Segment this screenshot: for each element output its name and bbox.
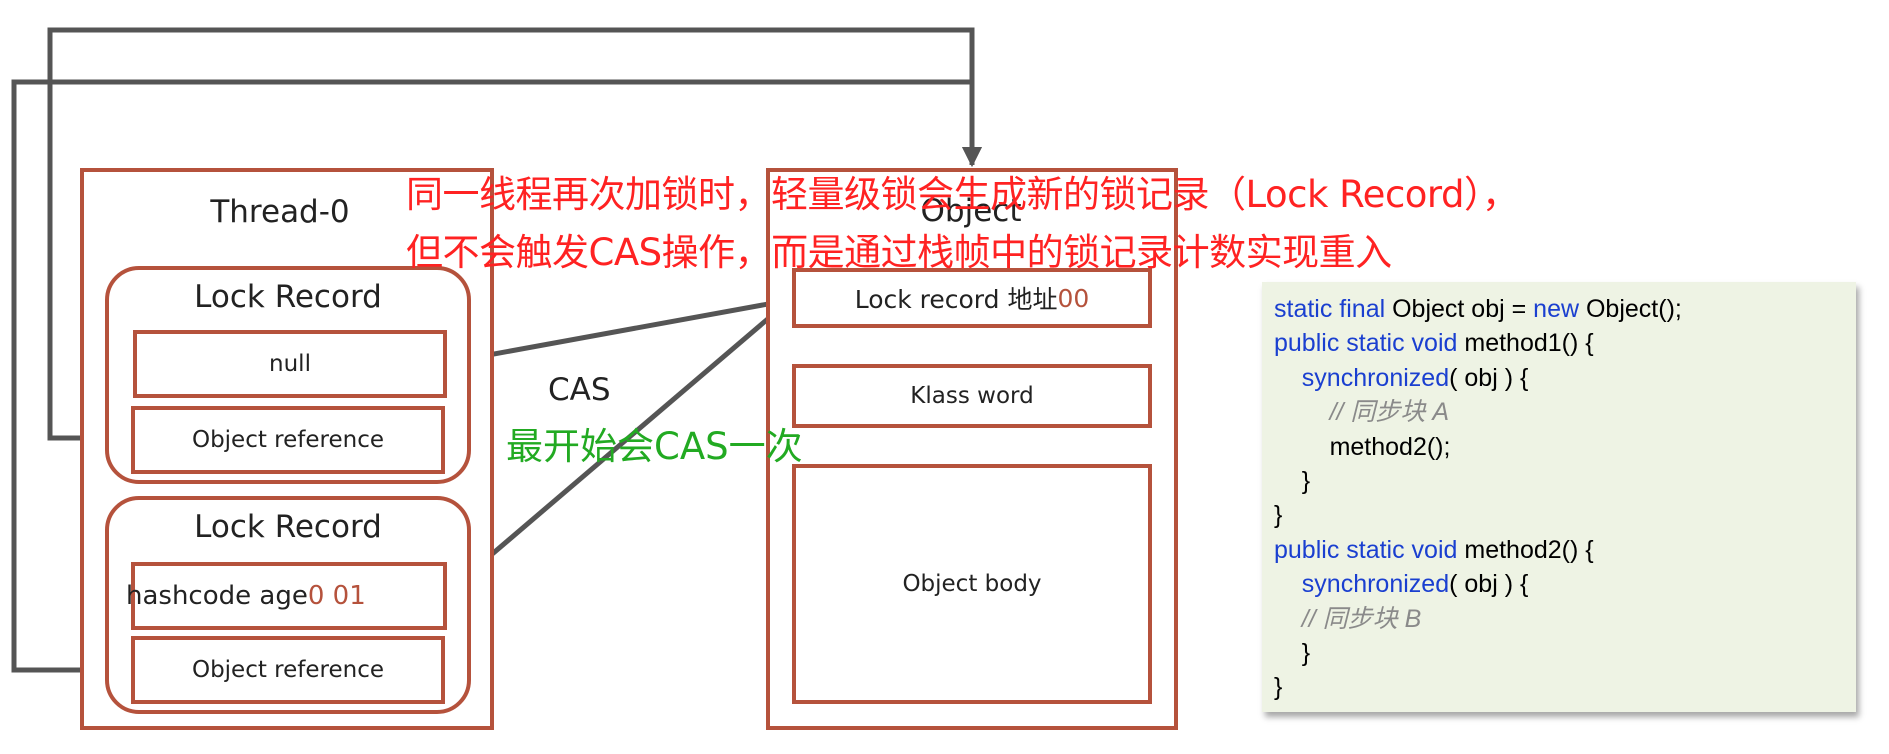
code-line: public static void method1() { (1274, 326, 1856, 360)
code-text: ( obj ) { (1449, 363, 1529, 392)
code-keyword: new (1533, 295, 1586, 323)
code-line: // 同步块 B (1274, 602, 1856, 636)
cas-once-note: 最开始会CAS一次 (506, 425, 803, 468)
code-line: method2(); (1274, 430, 1856, 464)
cas-label: CAS (548, 372, 611, 408)
thread-title: Thread-0 (210, 194, 350, 230)
code-line: synchronized( obj ) { (1274, 567, 1856, 601)
code-text: } (1274, 638, 1311, 667)
code-text: } (1274, 501, 1283, 530)
object-body-box (792, 464, 1152, 704)
object-reference-label: Object reference (191, 427, 385, 453)
hashcode-age-bits: 0 01 (307, 581, 366, 611)
code-text: method1() { (1464, 329, 1594, 358)
code-line: // 同步块 A (1274, 395, 1856, 429)
lock-record-1-title: Lock Record (194, 279, 382, 315)
klass-word-box (792, 364, 1152, 428)
cas-arrow-lower (448, 298, 792, 592)
code-line: } (1274, 464, 1856, 498)
lock-record-2-mark-slot (131, 562, 447, 630)
klass-word-label: Klass word (910, 383, 1034, 409)
code-keyword: public static void (1274, 329, 1465, 358)
lock-record-1-object-reference (131, 406, 445, 474)
code-line: } (1274, 670, 1856, 704)
code-text: } (1274, 466, 1311, 495)
mark-word-value: Lock record 地址 00 (792, 268, 1152, 328)
lock-record-2-title: Lock Record (194, 509, 382, 545)
lock-record-2-object-reference (131, 636, 445, 704)
code-text: method2(); (1274, 432, 1451, 461)
object-body-label: Object body (902, 571, 1042, 597)
code-text: Object(); (1585, 295, 1682, 323)
code-keyword: synchronized (1301, 363, 1450, 392)
annotation-line-2: 但不会触发CAS操作，而是通过栈帧中的锁记录计数实现重入 (406, 231, 1392, 274)
annotation-line-1: 同一线程再次加锁时，轻量级锁会生成新的锁记录（Lock Record）， (406, 173, 1519, 216)
code-text (1274, 364, 1302, 392)
code-line: } (1274, 498, 1856, 532)
code-keyword: static final (1274, 295, 1393, 323)
code-line: synchronized( obj ) { (1274, 361, 1856, 395)
mark-word-box (792, 268, 1152, 328)
code-text: Object obj = (1392, 295, 1534, 323)
code-comment: // 同步块 B (1274, 604, 1422, 633)
code-line: public static void method2() { (1274, 533, 1856, 567)
code-line: static final Object obj = new Object(); (1274, 292, 1856, 326)
code-text (1274, 570, 1302, 598)
code-text: } (1274, 673, 1283, 702)
code-keyword: public static void (1274, 535, 1465, 564)
hashcode-age-text: hashcode age (126, 581, 308, 611)
hashcode-age-value: hashcode age 0 01 (126, 562, 366, 630)
lock-record-1-null-slot (133, 330, 447, 398)
reference-line-lower (11, 79, 982, 673)
cas-arrow-upper (448, 293, 792, 369)
null-value: null (269, 351, 311, 377)
code-line: } (1274, 636, 1856, 670)
code-comment: // 同步块 A (1274, 398, 1450, 427)
object-reference-label: Object reference (191, 657, 385, 683)
code-text: method2() { (1464, 535, 1594, 564)
object-title: Object (920, 193, 1022, 229)
code-panel: static final Object obj = new Object();p… (1262, 282, 1856, 712)
code-text: ( obj ) { (1449, 570, 1529, 599)
mark-word-bits: 00 (1057, 283, 1090, 313)
reference-line-upper (47, 27, 982, 441)
mark-word-text: Lock record 地址 (854, 285, 1058, 314)
code-keyword: synchronized (1301, 570, 1450, 599)
